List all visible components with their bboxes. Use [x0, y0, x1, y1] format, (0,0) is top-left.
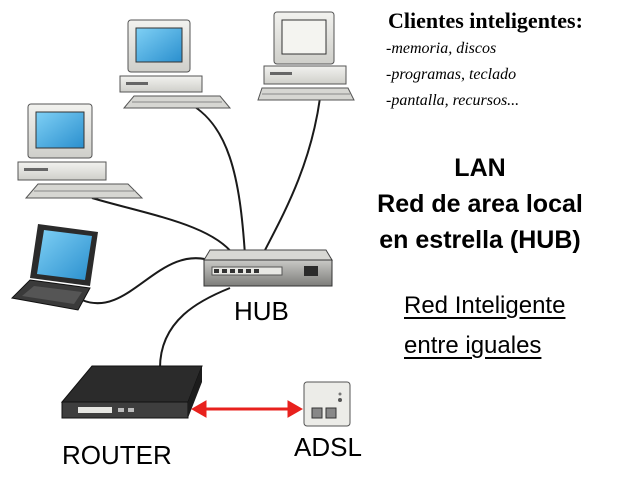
router-adsl-link-arrow — [190, 400, 304, 418]
router-icon — [60, 365, 203, 419]
cables — [81, 97, 321, 369]
adsl-modem-icon — [303, 381, 351, 427]
router-label: ROUTER — [62, 440, 172, 470]
adsl-label: ADSL — [294, 432, 362, 462]
cable-router — [159, 287, 231, 369]
clients-item: -programas, teclado — [386, 66, 517, 83]
hub-label: HUB — [234, 296, 289, 326]
cable-pc-left — [91, 197, 237, 259]
lan-title: LAN — [454, 154, 506, 182]
hub-icon — [203, 249, 333, 287]
desktop-computer-icon — [257, 11, 355, 101]
clients-item: -pantalla, recursos... — [386, 92, 520, 109]
cable-pc-top — [181, 99, 246, 256]
desktop-computer-icon — [17, 103, 144, 199]
cable-pc-right — [261, 97, 321, 257]
lan-subtitle: Red de area local — [377, 190, 583, 218]
clients-heading: Clientes inteligentes: — [388, 8, 583, 33]
cable-laptop — [81, 257, 216, 305]
smart-network-label: entre iguales — [404, 332, 542, 359]
lan-subtitle: en estrella (HUB) — [379, 226, 581, 254]
laptop-icon — [10, 224, 98, 311]
smart-network-label: Red Inteligente — [404, 292, 566, 319]
clients-item: -memoria, discos — [386, 40, 497, 57]
desktop-computer-icon — [119, 19, 232, 109]
